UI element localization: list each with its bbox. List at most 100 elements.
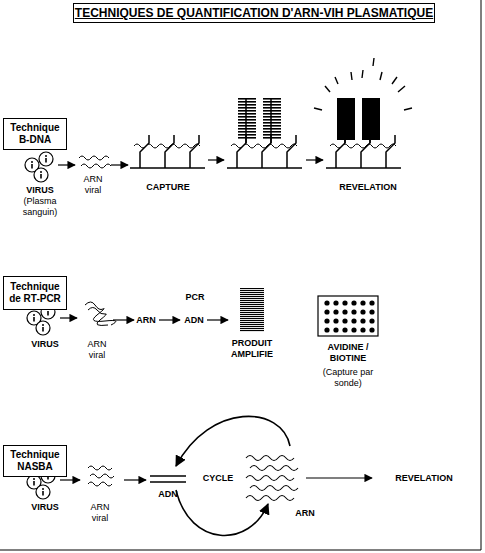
annotation-label: VIRUS (20, 339, 70, 350)
technique-name: Technique B-DNA (4, 122, 66, 146)
annotation-label: (Plasma sanguin) (18, 196, 63, 218)
rna-strand (246, 476, 294, 481)
annotation-label: VIRUS (20, 502, 70, 513)
process-arrow (208, 159, 224, 160)
annotation-label: REVELATION (389, 473, 459, 484)
rna-strand (88, 308, 108, 326)
plate-well (324, 318, 329, 323)
plate-well (351, 327, 356, 332)
annotation-label: PRODUIT AMPLIFIE (227, 338, 277, 360)
light-ray (373, 58, 374, 66)
plate-well (333, 327, 338, 332)
plate-well (351, 300, 356, 305)
plate-well (351, 318, 356, 323)
process-arrow (60, 317, 77, 318)
rna-strand (90, 474, 114, 478)
technique-name: Technique NASBA (4, 449, 66, 473)
branched-probe (238, 98, 256, 143)
process-arrow (60, 479, 80, 480)
plate-well (360, 327, 365, 332)
dna-strand (150, 481, 186, 482)
rna-strand (81, 164, 111, 168)
plate-well (369, 309, 374, 314)
plate-well (324, 309, 329, 314)
process-arrow (159, 319, 180, 320)
annotation-label: (Capture par sonde) (317, 367, 379, 389)
annotation-label: CAPTURE (138, 182, 198, 193)
process-arrow (58, 164, 75, 165)
process-arrow (207, 319, 228, 320)
virus-symbol (25, 152, 53, 182)
plate-well (333, 309, 338, 314)
annotation-label: ADN (179, 315, 209, 326)
rna-strand (250, 486, 298, 491)
light-ray (404, 108, 412, 110)
light-ray (351, 72, 352, 80)
probe-plate (318, 296, 378, 336)
branched-probe (337, 98, 355, 143)
annotation-label: ARN viral (85, 502, 115, 524)
amplified-product (240, 288, 264, 332)
annotation-label: ADN (153, 489, 183, 500)
cycle-arrow (176, 490, 268, 535)
rna-strand (88, 482, 112, 486)
annotation-label: ARN (290, 508, 320, 519)
plate-well (333, 318, 338, 323)
rna-copies (246, 456, 298, 501)
plate-well (369, 318, 374, 323)
process-arrow (111, 164, 128, 165)
diagram-title: TECHNIQUES DE QUANTIFICATION D'ARN-VIH P… (75, 6, 433, 20)
annotation-label: ARN viral (82, 339, 112, 361)
cycle-arrow (176, 416, 290, 466)
plate-well (324, 300, 329, 305)
plate-well (342, 327, 347, 332)
process-arrow (306, 159, 323, 160)
annotation-label: AVIDINE / BIOTINE (318, 342, 378, 364)
annotation-label: ARN (131, 315, 161, 326)
light-ray (380, 72, 382, 80)
light-ray (335, 77, 338, 84)
annotation-label: REVELATION (333, 182, 403, 193)
rna-strand (250, 466, 298, 471)
rna-strand (88, 466, 112, 470)
rna-strand (246, 456, 294, 461)
technique-box: Technique de RT-PCR (3, 276, 67, 310)
annotation-label: VIRUS (15, 185, 65, 196)
branched-probe (362, 98, 380, 143)
plate-well (351, 309, 356, 314)
plate-well (333, 300, 338, 305)
process-arrow (113, 319, 134, 320)
plate-well (360, 309, 365, 314)
rna-strand (246, 496, 294, 501)
light-rays (314, 58, 412, 110)
light-ray (314, 108, 322, 110)
title-box: TECHNIQUES DE QUANTIFICATION D'ARN-VIH P… (73, 3, 435, 23)
plate-well (342, 300, 347, 305)
plate-well (369, 327, 374, 332)
technique-name: Technique de RT-PCR (4, 281, 66, 305)
technique-box: Technique NASBA (3, 445, 67, 477)
plate-well (324, 327, 329, 332)
plate-wells (324, 300, 374, 332)
annotation-label: ARN viral (78, 174, 108, 196)
light-ray (325, 86, 330, 92)
light-ray (398, 86, 405, 92)
capture-support (130, 135, 205, 168)
technique-box: Technique B-DNA (3, 118, 67, 150)
rna-strand (85, 302, 116, 325)
plate-well (360, 318, 365, 323)
plate-well (369, 300, 374, 305)
process-arrow (124, 479, 146, 480)
plate-well (360, 300, 365, 305)
plate-well (342, 318, 347, 323)
light-ray (392, 77, 397, 84)
annotation-label: CYCLE (198, 473, 238, 484)
process-arrow (306, 477, 372, 478)
light-ray (362, 70, 363, 78)
rna-strand (79, 156, 109, 160)
dna-strand (150, 475, 186, 476)
